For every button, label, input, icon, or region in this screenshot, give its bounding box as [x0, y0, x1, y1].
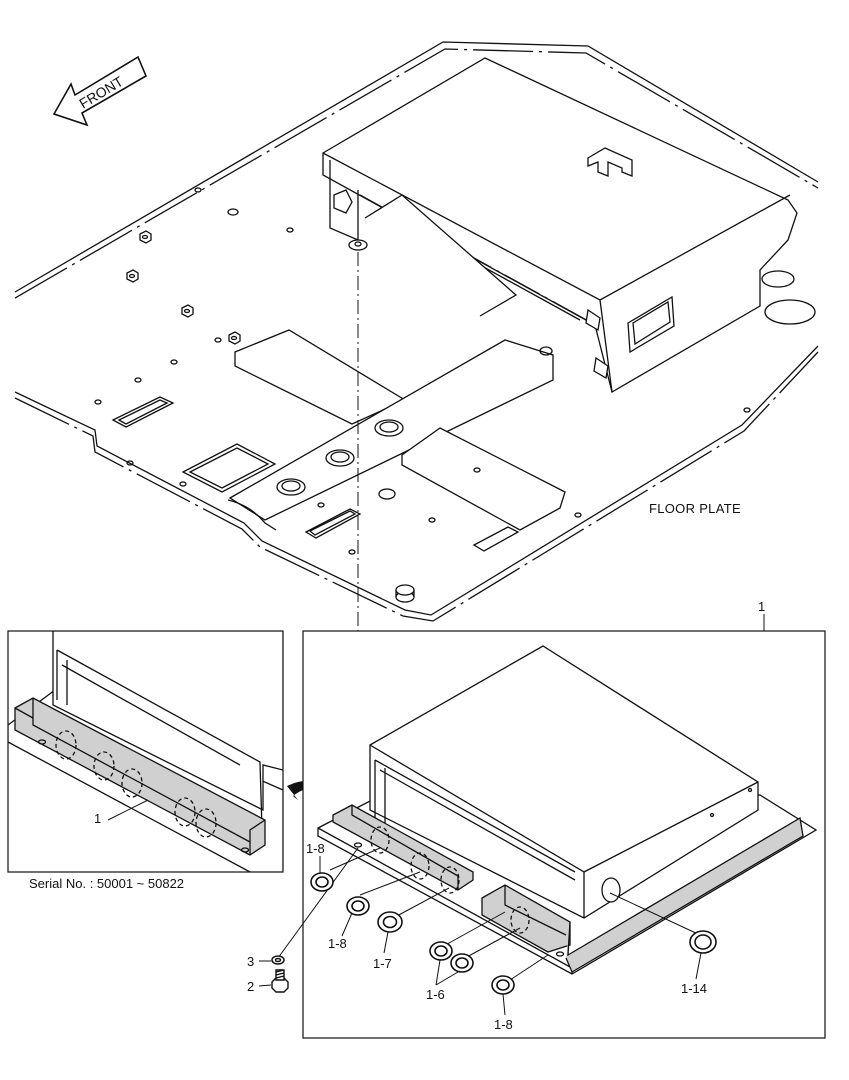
floor-plate-label: FLOOR PLATE — [649, 501, 741, 516]
assembly-frame: 1 — [277, 599, 826, 1039]
part-label-1-6: 1-6 — [426, 987, 445, 1002]
part-label-1-8-mid: 1-8 — [328, 936, 347, 951]
grommet-1-6-a — [429, 941, 453, 961]
serial-detail-frame: 1 — [7, 630, 332, 873]
serial-note: Serial No. : 50001 ~ 50822 — [29, 876, 184, 891]
part-label-1-8-bottom: 1-8 — [494, 1017, 513, 1032]
part-label-1-8-top: 1-8 — [306, 841, 325, 856]
grommet-1-14 — [689, 930, 717, 954]
floor-plate — [14, 41, 819, 622]
part-label-1-7: 1-7 — [373, 956, 392, 971]
floor-plate-bolts — [126, 230, 241, 345]
grommet-1-8-a — [310, 872, 334, 892]
box-housing-on-plate — [322, 57, 798, 393]
floor-plate-holes — [94, 187, 816, 555]
part-label-1-14: 1-14 — [681, 981, 707, 996]
part-label-2: 2 — [247, 979, 254, 994]
grommet-1-7 — [377, 911, 403, 933]
detail-callout-1: 1 — [94, 811, 101, 826]
front-arrow-icon: FRONT — [52, 55, 148, 127]
part-label-3: 3 — [247, 954, 254, 969]
grommet-1-8-b — [346, 896, 370, 916]
grommet-1-8-c — [491, 975, 515, 995]
grommet-1-6-b — [450, 953, 474, 973]
assembly-callout-1: 1 — [758, 599, 765, 614]
bolt-part-2 — [271, 969, 289, 993]
washer-part-3 — [271, 955, 285, 965]
